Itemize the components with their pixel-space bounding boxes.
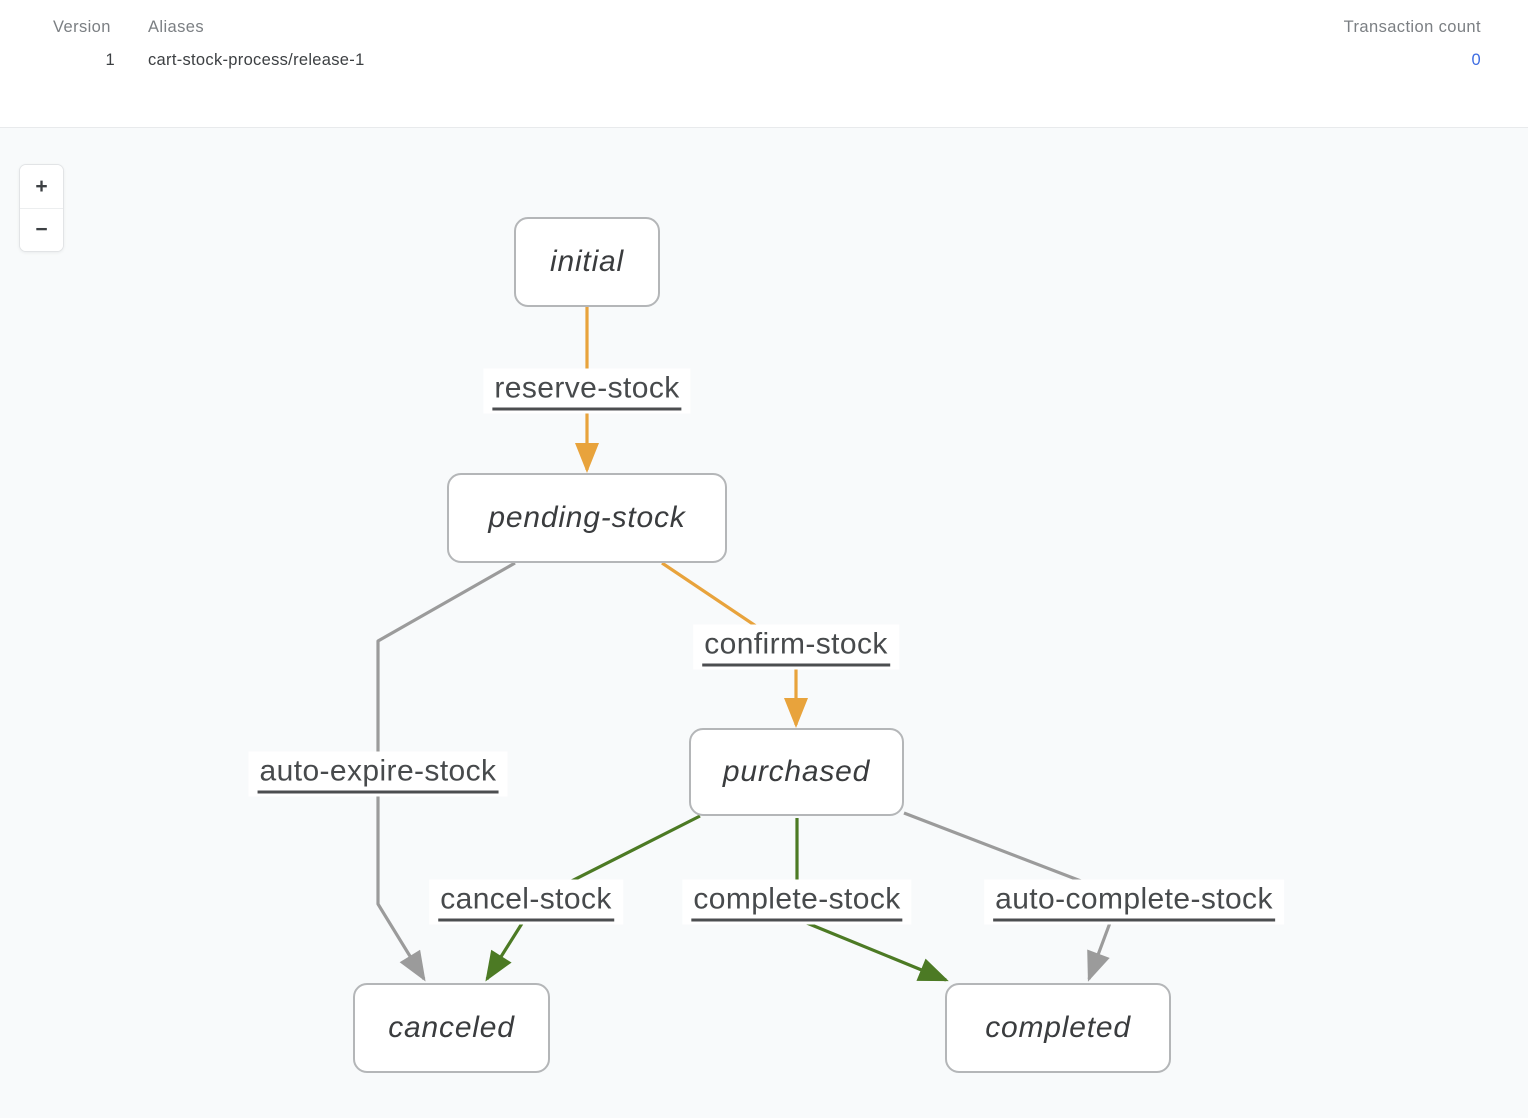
aliases-value: cart-stock-process/release-1 [148, 51, 365, 69]
edge-label-text: cancel-stock [438, 883, 614, 922]
aliases-label: Aliases [148, 18, 204, 36]
zoom-controls: + − [19, 164, 64, 252]
state-node-pending-stock[interactable]: pending-stock [447, 473, 727, 563]
edge-label-text: auto-complete-stock [993, 883, 1275, 922]
edge-label-auto-complete-stock[interactable]: auto-complete-stock [984, 879, 1284, 925]
edge-label-auto-expire-stock[interactable]: auto-expire-stock [248, 751, 508, 797]
edge-label-text: reserve-stock [492, 372, 682, 411]
edges-layer [376, 307, 1122, 982]
edge-label-confirm-stock[interactable]: confirm-stock [693, 624, 899, 670]
state-node-completed[interactable]: completed [945, 983, 1171, 1073]
transaction-count-column: Transaction count 0 [1344, 18, 1481, 70]
version-column: Version 1 [53, 18, 115, 70]
transaction-count-link[interactable]: 0 [1471, 51, 1481, 69]
zoom-out-button[interactable]: − [20, 208, 63, 251]
diagram-canvas[interactable]: + − initial pending-stock purchased canc… [0, 128, 1528, 1118]
edge-label-cancel-stock[interactable]: cancel-stock [429, 879, 623, 925]
edge-label-text: confirm-stock [702, 628, 890, 667]
edge-label-complete-stock[interactable]: complete-stock [682, 879, 912, 925]
edge-label-text: complete-stock [691, 883, 903, 922]
version-label: Version [53, 18, 111, 36]
state-node-purchased[interactable]: purchased [689, 728, 904, 816]
state-node-initial[interactable]: initial [514, 217, 660, 307]
edge-label-reserve-stock[interactable]: reserve-stock [483, 368, 691, 414]
state-node-canceled[interactable]: canceled [353, 983, 550, 1073]
header: Version 1 Aliases cart-stock-process/rel… [0, 0, 1528, 128]
transaction-count-label: Transaction count [1343, 18, 1481, 36]
version-value: 1 [105, 51, 115, 69]
aliases-column: Aliases cart-stock-process/release-1 [148, 18, 365, 70]
zoom-in-button[interactable]: + [20, 165, 63, 208]
edge-label-text: auto-expire-stock [257, 755, 499, 794]
